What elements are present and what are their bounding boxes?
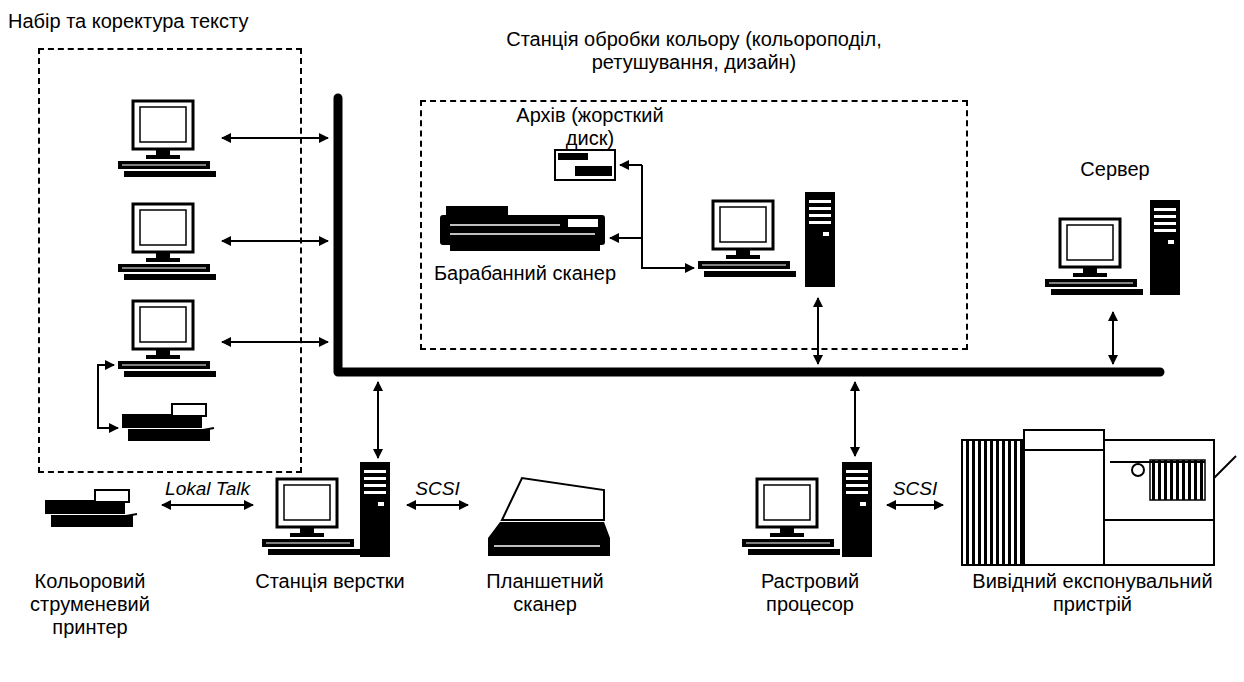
drawing-part (817, 298, 819, 364)
connector-arrow (162, 504, 253, 506)
drawing-part (555, 150, 615, 180)
device-node: Растровий процесор (735, 455, 885, 616)
drawing-part (488, 522, 610, 538)
group-heading: Набір та коректура тексту (8, 10, 248, 33)
drawing-part (446, 206, 508, 215)
drawing-part (1132, 464, 1144, 476)
computer-icon (262, 479, 360, 555)
connector-arrow (407, 504, 468, 506)
device-label: Станція верстки (255, 570, 405, 593)
drawing-part (222, 137, 328, 139)
connector-arrow (887, 504, 943, 506)
drawing-part (642, 165, 694, 268)
drawing-part (558, 153, 588, 160)
drawing-part (575, 166, 612, 176)
drawing-part (450, 245, 600, 251)
flatbed-scanner-icon (488, 478, 610, 556)
tower-icon (842, 462, 872, 557)
device-arrows (610, 165, 694, 268)
drawing-part (962, 440, 1024, 565)
drawing-part (222, 240, 328, 242)
computer-icon (118, 101, 216, 177)
tower-icon (360, 462, 390, 557)
interface-label: SCSI (890, 479, 940, 500)
device-label: Барабанний сканер (425, 262, 625, 285)
drawing-part (450, 224, 560, 226)
group-box: Станція обробки кольору (кольороподіл, р… (420, 28, 968, 350)
drawing-part (1150, 460, 1205, 500)
group-heading: Станція обробки кольору (кольороподіл, р… (502, 28, 887, 74)
device-node: Сервер (1040, 158, 1190, 181)
drawing-part (222, 341, 328, 343)
device-label: Растровий процесор (735, 570, 885, 616)
dashed-outline (420, 100, 968, 350)
drawing-part (1024, 449, 1104, 451)
drawing-part (98, 365, 118, 428)
interface-label: SCSI (412, 479, 462, 500)
drawing-part (1104, 519, 1214, 521)
device-label: Планшетний сканер (470, 570, 620, 616)
device-node: Кольоровий струменевий принтер (20, 485, 160, 639)
device-label: Вивідний експонувальний пристрій (945, 570, 1240, 616)
hard-disk-icon (555, 150, 615, 180)
tower-icon (1150, 200, 1180, 295)
dashed-outline (38, 48, 302, 473)
drawing-part (502, 478, 604, 520)
drawing-part (1110, 461, 1205, 463)
drum-scanner-icon (440, 206, 605, 251)
drawing-part (1024, 430, 1104, 565)
computer-icon (118, 204, 216, 280)
device-label: Сервер (1040, 158, 1190, 181)
tower-icon (805, 192, 835, 287)
imagesetter-icon (962, 430, 1236, 565)
interface-label: Lokal Talk (162, 479, 253, 500)
device-label: Архів (жорсткий диск) (505, 104, 675, 150)
computer-icon (1045, 219, 1143, 295)
group-box: Набір та коректура тексту (0, 0, 310, 475)
drawing-part (610, 237, 642, 239)
device-node: Станція верстки (255, 455, 405, 593)
computer-icon (742, 479, 840, 555)
drawing-part (494, 545, 600, 547)
device-node: Архів (жорсткий диск) (505, 104, 675, 150)
computer-icon (118, 301, 216, 377)
drawing-part (377, 382, 379, 458)
device-node: Вивідний експонувальний пристрій (945, 420, 1240, 616)
device-label: Кольоровий струменевий принтер (20, 570, 160, 639)
device-node: Барабанний сканер (425, 205, 625, 285)
network-bus (338, 98, 1160, 372)
drawing-part (1214, 456, 1236, 478)
printer-icon (122, 404, 214, 441)
drawing-part (620, 164, 642, 166)
printer-icon (45, 490, 137, 527)
computer-icon (698, 201, 796, 277)
drawing-part (1104, 440, 1214, 565)
drawing-part (568, 219, 598, 227)
drawing-part (440, 215, 605, 245)
bus-arrows (98, 138, 1113, 458)
drawing-part (1112, 312, 1114, 364)
drawing-part (488, 538, 610, 556)
device-node: Планшетний сканер (470, 470, 620, 616)
drawing-part (450, 233, 595, 235)
drawing-part (854, 382, 856, 456)
